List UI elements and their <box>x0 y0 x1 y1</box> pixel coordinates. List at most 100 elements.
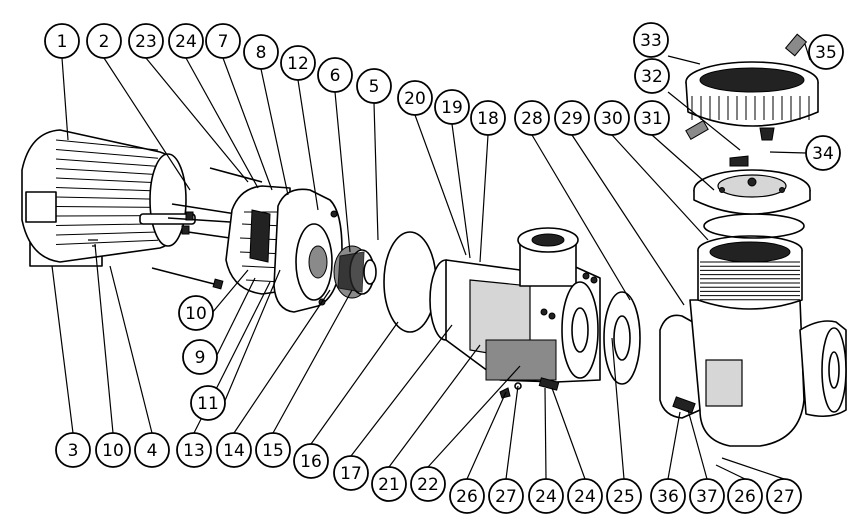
leader-line <box>505 385 519 480</box>
callout-29: 29 <box>554 100 590 136</box>
callout-label: 20 <box>404 89 426 109</box>
clamp-ribs <box>691 96 810 120</box>
callout-8: 8 <box>243 34 279 70</box>
callout-label: 18 <box>477 109 499 129</box>
callout-4: 4 <box>134 432 170 468</box>
callout-24: 24 <box>567 478 603 514</box>
leader-line <box>667 55 701 65</box>
callout-13: 13 <box>176 432 212 468</box>
impeller <box>333 245 377 299</box>
callout-label: 10 <box>102 441 124 461</box>
leader-line <box>310 321 399 445</box>
leader-line <box>51 265 74 434</box>
callout-24: 24 <box>168 23 204 59</box>
leader-line <box>334 91 351 253</box>
leader-line <box>260 68 289 196</box>
leader-line <box>651 134 715 191</box>
leader-line <box>531 134 631 301</box>
leader-line <box>211 269 249 314</box>
callout-20: 20 <box>397 80 433 116</box>
leader-line <box>721 457 785 480</box>
callout-label: 14 <box>223 441 245 461</box>
callout-label: 21 <box>378 475 400 495</box>
callout-27: 27 <box>488 478 524 514</box>
callout-label: 15 <box>262 441 284 461</box>
callout-30: 30 <box>594 100 630 136</box>
callout-34: 34 <box>805 135 841 171</box>
leader-line <box>233 289 331 434</box>
callout-label: 1 <box>57 32 68 52</box>
leader-line <box>373 102 379 241</box>
lid-clamp-ring <box>685 33 819 167</box>
leader-line <box>297 79 319 211</box>
motor <box>21 129 196 267</box>
leader-line <box>103 57 191 191</box>
callout-label: 4 <box>147 441 158 461</box>
callout-label: 25 <box>613 487 635 507</box>
callout-label: 19 <box>441 98 463 118</box>
callout-24: 24 <box>528 478 564 514</box>
callout-27: 27 <box>766 478 802 514</box>
callout-label: 8 <box>256 43 267 63</box>
callout-21: 21 <box>371 466 407 502</box>
leader-line <box>222 57 273 191</box>
pump-housing <box>429 227 601 383</box>
callout-17: 17 <box>333 455 369 491</box>
callout-5: 5 <box>356 68 392 104</box>
callout-label: 30 <box>601 109 623 129</box>
terminal-box <box>25 191 57 223</box>
leader-line <box>687 409 708 480</box>
leader-line <box>223 269 281 404</box>
callout-label: 24 <box>175 32 197 52</box>
callout-16: 16 <box>293 443 329 479</box>
strainer-lid <box>693 169 811 215</box>
leader-line <box>667 91 741 151</box>
callout-35: 35 <box>808 34 844 70</box>
callout-22: 22 <box>410 466 446 502</box>
leader-line <box>94 243 114 434</box>
leader-line <box>451 123 471 259</box>
callout-7: 7 <box>205 23 241 59</box>
callout-31: 31 <box>634 100 670 136</box>
callout-3: 3 <box>55 432 91 468</box>
leader-line <box>611 337 625 480</box>
o-ring <box>383 231 437 333</box>
callout-12: 12 <box>280 45 316 81</box>
callout-label: 32 <box>641 67 663 87</box>
callout-label: 28 <box>521 109 543 129</box>
motor-end-bell <box>149 153 187 247</box>
callout-19: 19 <box>434 89 470 125</box>
callout-25: 25 <box>606 478 642 514</box>
callout-label: 33 <box>640 31 662 51</box>
callout-label: 36 <box>657 487 679 507</box>
leader-line <box>388 344 481 468</box>
clamp-handle <box>784 33 808 57</box>
callout-label: 6 <box>330 66 341 86</box>
leader-line <box>544 387 547 480</box>
callout-label: 3 <box>68 441 79 461</box>
motor-cooling-fins <box>55 139 159 245</box>
callout-label: 16 <box>300 452 322 472</box>
callout-23: 23 <box>128 23 164 59</box>
basket-mesh <box>700 261 800 301</box>
leader-line <box>427 365 521 468</box>
callout-26: 26 <box>449 478 485 514</box>
callout-1: 1 <box>44 23 80 59</box>
callout-36: 36 <box>650 478 686 514</box>
callout-label: 29 <box>561 109 583 129</box>
leader-line <box>571 134 685 306</box>
callout-label: 24 <box>574 487 596 507</box>
callout-label: 22 <box>417 475 439 495</box>
seal-plate <box>273 188 343 313</box>
callout-37: 37 <box>689 478 725 514</box>
callout-label: 9 <box>195 348 206 368</box>
leader-line <box>611 134 709 241</box>
callout-label: 12 <box>287 54 309 74</box>
callout-label: 7 <box>218 32 229 52</box>
callout-14: 14 <box>216 432 252 468</box>
callout-label: 26 <box>456 487 478 507</box>
callout-label: 37 <box>696 487 718 507</box>
leader-line <box>215 277 256 358</box>
